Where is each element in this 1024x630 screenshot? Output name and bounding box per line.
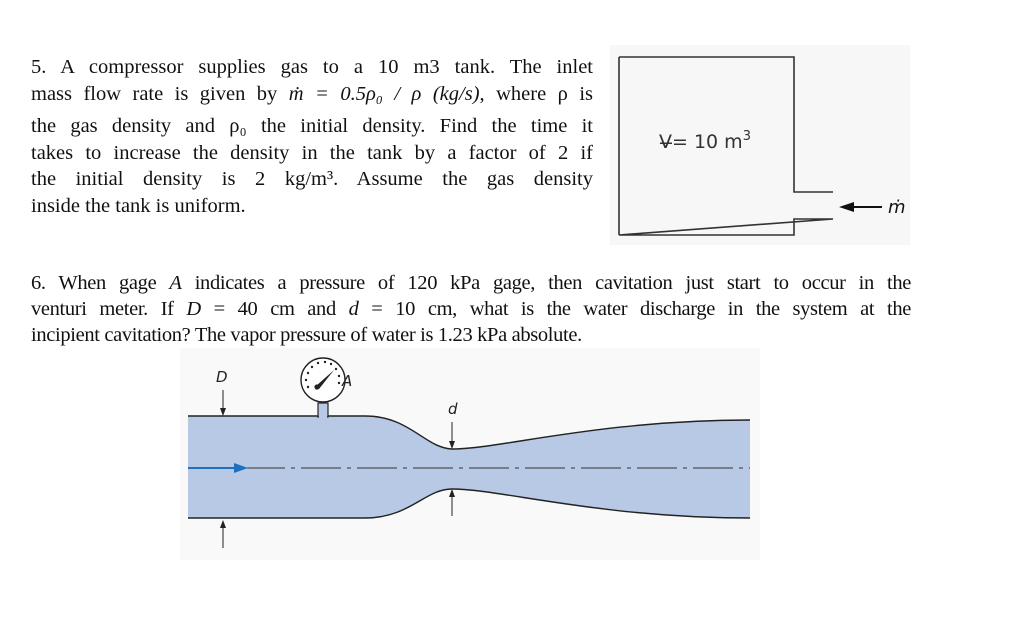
arrow-down-icon (449, 422, 455, 449)
tank-figure: V̶= 10 m3 ṁ (610, 45, 910, 245)
venturi-wall-top (188, 415, 751, 450)
problem-5-line-5: the initial density is 2 kg/m³. Assume t… (31, 168, 593, 190)
problem-6-line-3: incipient cavitation? The vapor pressure… (31, 324, 582, 346)
venturi-fluid (188, 416, 750, 518)
problem-5-line-4: takes to increase the density in the tan… (31, 141, 593, 164)
mass-flow-equation: ṁ = 0.5ρ₀ / ρ (kg/s) (288, 82, 480, 105)
venturi-figure: A D d (180, 348, 760, 560)
tank-wall-bottom (618, 218, 834, 236)
pressure-gauge-icon (300, 357, 346, 403)
venturi-wall-bottom (188, 488, 751, 519)
problem-5-line-6: inside the tank is uniform. (31, 194, 246, 217)
tank-diagram: V̶= 10 m3 ṁ (618, 56, 906, 236)
arrow-down-icon (220, 390, 226, 416)
inlet-mass-flow-label: ṁ (888, 197, 906, 218)
arrow-up-icon (220, 520, 226, 548)
diameter-label-D: D (216, 368, 228, 386)
flow-arrow-icon (188, 463, 248, 473)
problem-6-text: 6. When gage A indicates a pressure of 1… (31, 270, 911, 348)
tank-wall-top (619, 56, 833, 193)
problem-6-line-1: 6. When gage A indicates a pressure of 1… (31, 272, 911, 294)
problem-5-text: 5. A compressor supplies gas to a 10 m3 … (31, 54, 593, 219)
problem-5-line-3: the gas density and ρ₀ the initial densi… (31, 115, 593, 137)
throat-label-d: d (448, 400, 458, 418)
problem-5-line-2: mass flow rate is given by ṁ = 0.5ρ₀ / ρ… (31, 82, 593, 105)
arrow-up-icon (449, 489, 455, 516)
venturi-diagram: A D d (188, 357, 751, 548)
problem-5-line-1: 5. A compressor supplies gas to a 10 m3 … (31, 56, 593, 78)
problem-6-line-2: venturi meter. If D = 40 cm and d = 10 c… (31, 298, 911, 320)
arrow-left-icon (839, 202, 882, 212)
volume-label: V̶= 10 m3 (659, 129, 751, 153)
gauge-label-A: A (341, 372, 352, 390)
